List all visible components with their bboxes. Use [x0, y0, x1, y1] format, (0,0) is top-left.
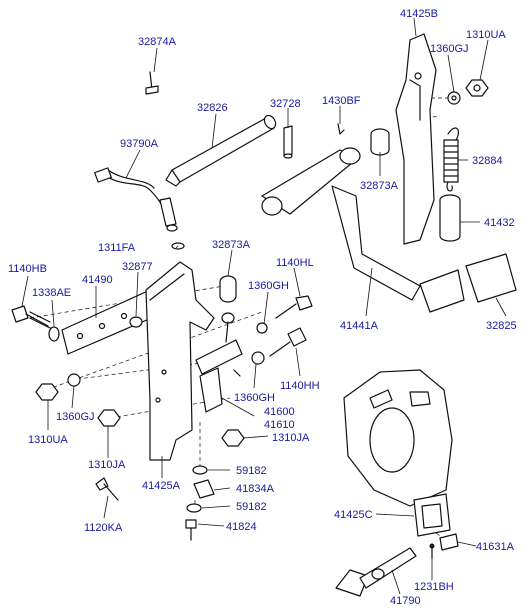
plate-41631a	[439, 533, 459, 551]
label-1310ja-left: 1310JA	[88, 459, 126, 471]
fitting-41834a	[193, 479, 215, 499]
bolt-32874a	[145, 71, 159, 95]
label-41610: 41610	[264, 419, 295, 431]
label-32873a-mid: 32873A	[212, 239, 251, 251]
washer-1360gj-top	[447, 91, 461, 105]
pedal-pad-32825	[465, 253, 517, 303]
bracket-41425a	[145, 261, 215, 461]
label-1140hl: 1140HL	[276, 257, 314, 269]
bolt-1140hl	[275, 295, 313, 319]
stopper-41432	[439, 194, 461, 242]
label-1338ae: 1338AE	[32, 287, 71, 299]
label-32873a-top: 32873A	[360, 180, 399, 192]
label-1310ja-right: 1310JA	[272, 432, 310, 444]
nut-1310ja-right	[221, 429, 245, 447]
label-41432: 41432	[484, 217, 515, 229]
label-1311fa: 1311FA	[98, 242, 136, 254]
label-1310ua-bot: 1310UA	[28, 434, 68, 446]
label-1360gj-bot: 1360GJ	[56, 411, 95, 423]
washer-1338ae	[48, 326, 60, 342]
bolt-1120ka	[95, 477, 119, 501]
label-1430bf: 1430BF	[322, 95, 361, 107]
label-59182-bot: 59182	[236, 501, 267, 513]
label-59182-top: 59182	[236, 465, 267, 477]
label-1360gh-top: 1360GH	[248, 280, 289, 292]
label-41425c: 41425C	[334, 509, 373, 521]
bracket-41490	[61, 289, 157, 355]
label-1140hh: 1140HH	[280, 380, 320, 392]
label-32877: 32877	[122, 261, 153, 273]
label-41790: 41790	[390, 595, 421, 607]
shaft-32826	[165, 114, 277, 187]
washer-1360gh-bot	[251, 351, 265, 365]
washer-59182-bot	[186, 503, 202, 513]
pedal-arm-41441a	[261, 147, 421, 301]
bolt-1231bh	[429, 543, 435, 559]
bolt-1140hh	[269, 327, 307, 357]
label-41834a: 41834A	[236, 483, 275, 495]
label-41824: 41824	[226, 521, 257, 533]
label-1120ka: 1120KA	[84, 522, 123, 534]
label-93790a: 93790A	[120, 138, 159, 150]
clutch-housing	[343, 369, 453, 507]
label-32825: 32825	[486, 320, 517, 332]
boot-41425c	[413, 493, 451, 537]
clip-1430bf	[337, 123, 345, 135]
label-1310ua-top: 1310UA	[466, 29, 506, 41]
bushing-32877	[129, 316, 143, 328]
label-1140hb: 1140HB	[8, 263, 47, 275]
pin-32728	[283, 125, 293, 159]
label-32874a: 32874A	[138, 36, 177, 48]
label-32884: 32884	[472, 155, 503, 167]
bolt-41824	[185, 519, 197, 541]
bracket-41425b	[395, 33, 437, 245]
master-cylinder-41600	[195, 312, 243, 413]
pedal-pad-on-arm	[419, 269, 465, 313]
bushing-32873a-mid	[219, 275, 237, 303]
bushing-32873a-top	[370, 128, 390, 156]
label-32826: 32826	[197, 102, 228, 114]
label-41631a: 41631A	[476, 541, 515, 553]
washer-1360gj-bot	[67, 373, 81, 387]
bolt-1140hb	[11, 305, 51, 329]
label-1360gh-bot: 1360GH	[234, 392, 275, 404]
washer-1360gh-top	[256, 322, 268, 334]
label-41441a: 41441A	[340, 320, 379, 332]
spring-32884	[443, 127, 460, 192]
part-labels: 41425B 1310UA 32874A 1360GJ 32826 32728 …	[8, 8, 517, 607]
label-41600: 41600	[264, 406, 295, 418]
label-1360gj-top: 1360GJ	[430, 43, 469, 55]
leader-lines	[21, 17, 507, 595]
switch-93790a	[94, 167, 178, 232]
label-41425a: 41425A	[142, 480, 181, 492]
label-41425b: 41425B	[400, 8, 438, 20]
label-1231bh: 1231BH	[414, 581, 454, 593]
nut-1310ua-bot	[35, 383, 59, 401]
nut-1310ja-left	[97, 409, 121, 427]
washer-59182-top	[192, 465, 208, 475]
label-41490: 41490	[82, 274, 113, 286]
release-fork-41790	[335, 547, 417, 597]
label-32728: 32728	[270, 98, 301, 110]
nut-1310ua-top	[465, 79, 489, 97]
